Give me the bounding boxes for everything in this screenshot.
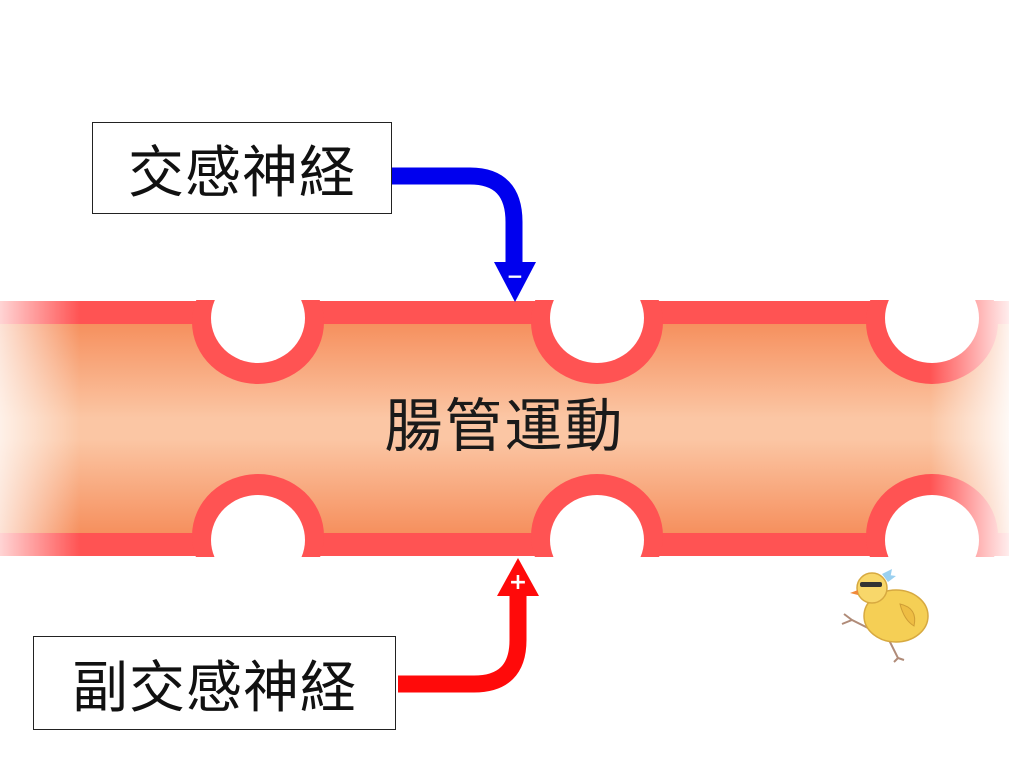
sympathetic-nerve-box: 交感神経: [92, 122, 392, 214]
gut-tube: [0, 300, 1009, 557]
gut-motility-label: 腸管運動: [384, 392, 625, 460]
parasympathetic-arrow: +: [398, 558, 539, 693]
sympathetic-arrow: −: [392, 167, 536, 302]
parasympathetic-nerve-label: 副交感神経: [72, 655, 357, 721]
gut-pockets-top: [211, 300, 979, 363]
gut-lumen: [0, 324, 1009, 533]
parasympathetic-nerve-box: 副交感神経: [33, 636, 396, 730]
chick-icon: [841, 569, 929, 663]
parasympathetic-sign: +: [509, 570, 527, 595]
sympathetic-sign: −: [507, 264, 524, 288]
sympathetic-nerve-label: 交感神経: [128, 140, 356, 206]
